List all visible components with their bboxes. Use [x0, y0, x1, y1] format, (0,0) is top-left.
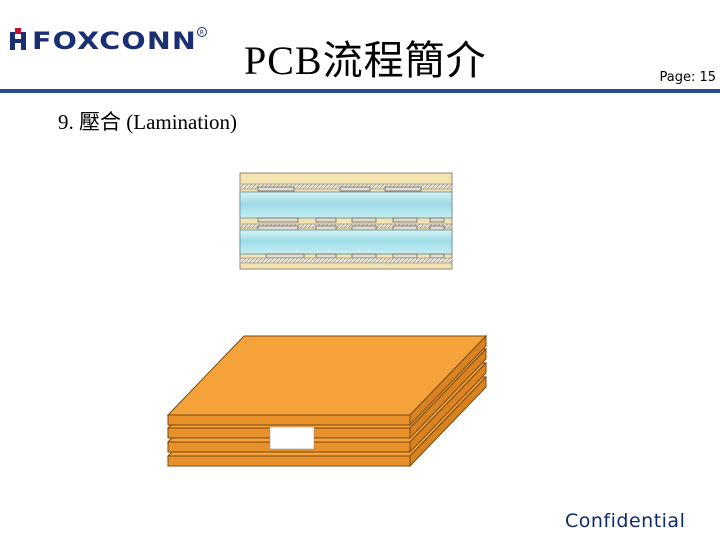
page-number: Page: 15 [659, 70, 716, 85]
foxconn-logo: FOXCONN R [8, 24, 208, 54]
inner-traces-4 [265, 253, 445, 259]
laminated-board-stack [166, 334, 488, 468]
stackup-cross-section [239, 172, 453, 270]
inner-traces-1 [257, 186, 422, 192]
confidential-label: Confidential [565, 510, 686, 532]
header-divider [0, 89, 720, 93]
page-title: PCB流程簡介 [244, 38, 487, 83]
foxconn-h-mark-icon [10, 28, 26, 50]
bottom-copper-foil [239, 257, 453, 264]
inner-traces-2 [257, 217, 445, 223]
middle-copper-foil [239, 223, 453, 229]
core-layer-2 [239, 229, 453, 255]
section-heading: 9. 壓合 (Lamination) [58, 110, 238, 134]
svg-text:R: R [200, 30, 204, 37]
core-layer-1 [239, 191, 453, 219]
registered-mark-icon [197, 27, 207, 37]
board-label-window [269, 426, 315, 450]
logo-text: FOXCONN [32, 27, 197, 54]
